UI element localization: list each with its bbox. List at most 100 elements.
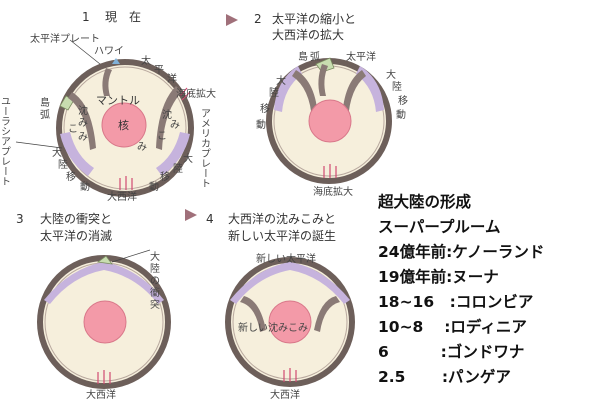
island-arc-char-1: 島 xyxy=(298,50,308,63)
mantle-label: マントル xyxy=(96,94,140,107)
panel-4-number: 4 xyxy=(206,212,214,226)
upwelling-marks xyxy=(97,370,111,384)
pacific-plate-label: 太平洋プレート xyxy=(30,32,100,45)
svg-text:大: 大 xyxy=(150,250,160,263)
panel-3-number: 3 xyxy=(16,212,24,226)
slab-left xyxy=(292,70,318,120)
hawaii-icon xyxy=(112,58,120,64)
legend-line-1: 超大陸の形成 xyxy=(377,192,472,211)
upwelling-marks xyxy=(283,368,297,382)
svg-text:突: 突 xyxy=(150,298,160,311)
slab-left xyxy=(68,92,96,150)
panel-4-title-line-1: 大西洋の沈みこみと xyxy=(228,211,336,226)
svg-text:大: 大 xyxy=(52,146,62,159)
svg-text:大: 大 xyxy=(386,68,396,81)
svg-text:移: 移 xyxy=(398,94,408,107)
core xyxy=(268,300,312,344)
continent-left xyxy=(60,132,94,176)
slab-right xyxy=(314,296,340,332)
svg-text:動: 動 xyxy=(396,108,406,121)
pacific-label: 太平洋 xyxy=(346,50,376,63)
svg-text:移: 移 xyxy=(260,102,270,115)
panel-4-title-line-2: 新しい太平洋の誕生 xyxy=(228,228,336,243)
american-plate-label: アメリカプレート xyxy=(199,108,210,188)
svg-text:陸: 陸 xyxy=(150,262,160,275)
slab-top xyxy=(318,64,328,96)
hawaii-label: ハワイ xyxy=(94,46,124,57)
svg-text:動: 動 xyxy=(149,180,159,193)
svg-text:衝: 衝 xyxy=(150,286,160,299)
eurasian-plate-label: ユーラシアプレート xyxy=(0,96,11,186)
core-label: 核 xyxy=(118,118,129,132)
svg-text:動: 動 xyxy=(80,180,90,193)
island-arc-char-1: 島 xyxy=(40,96,50,109)
legend-line-3: 24億年前:ケノーランド xyxy=(378,242,544,261)
panel-2-number: 2 xyxy=(254,12,262,26)
legend-line-8: 2.5 :パンゲア xyxy=(378,367,511,386)
continent-move-left-label: 大 陸 移 動 xyxy=(256,74,286,131)
atlantic-label: 大西洋 xyxy=(270,388,300,401)
seafloor-spread-label: 海底拡大 xyxy=(313,185,353,198)
slab-right xyxy=(342,70,366,120)
legend-line-5: 18~16 :コロンビア xyxy=(378,293,533,311)
svg-text:陸: 陸 xyxy=(173,162,183,175)
continent-cap xyxy=(44,262,164,304)
core xyxy=(308,99,352,143)
panel-1: 1 現 在 太平洋プレート ハワイ 太 平 洋 海底拡大 マントル 核 島 弧 xyxy=(0,10,216,203)
upwelling-marks xyxy=(119,87,191,190)
core xyxy=(83,300,127,344)
new-sinking-label: 新しい沈みこみ xyxy=(238,321,308,334)
svg-text:移: 移 xyxy=(160,170,170,183)
panel-4: 4 大西洋の沈みこみと 新しい太平洋の誕生 新しい太平洋 新しい沈みこみ 大西洋 xyxy=(206,211,355,401)
svg-text:陸: 陸 xyxy=(269,86,279,99)
svg-text:の: の xyxy=(150,276,160,287)
continent-move-left-label: 大 陸 移 動 xyxy=(52,146,90,193)
legend-line-7: 6 :ゴンドワナ xyxy=(378,342,524,361)
svg-text:動: 動 xyxy=(256,118,266,131)
svg-text:こ: こ xyxy=(157,131,167,142)
island-arc-char-2: 弧 xyxy=(310,50,320,63)
svg-text:陸: 陸 xyxy=(58,158,68,171)
pacific-char-3: 洋 xyxy=(167,72,177,85)
continent-right xyxy=(156,132,190,176)
slab-right xyxy=(156,86,182,150)
new-pacific-label: 新しい太平洋 xyxy=(256,252,316,265)
panel-2-title-line-2: 大西洋の拡大 xyxy=(272,27,344,42)
continent-collision-label: 大 陸 の 衝 突 xyxy=(150,250,160,311)
island-arc-char-2: 弧 xyxy=(40,108,50,121)
panel-3: 3 大陸の衝突と 太平洋の消滅 大 陸 の 衝 突 大西洋 xyxy=(16,211,171,401)
atlantic-label: 大西洋 xyxy=(86,388,116,401)
collision-point xyxy=(96,255,113,265)
slab-left xyxy=(240,296,266,332)
svg-text:み: み xyxy=(137,142,147,153)
panel-1-number: 1 xyxy=(82,10,90,24)
svg-text:移: 移 xyxy=(66,170,76,183)
legend-line-6: 10~8 :ロディニア xyxy=(378,317,527,336)
svg-text:大: 大 xyxy=(276,74,286,87)
svg-text:こ: こ xyxy=(68,124,78,135)
svg-text:み: み xyxy=(78,118,88,129)
svg-text:沈: 沈 xyxy=(162,108,172,121)
svg-text:沈: 沈 xyxy=(78,104,88,117)
svg-text:み: み xyxy=(170,120,180,131)
panel-1-title: 現 在 xyxy=(105,10,141,24)
panel-3-title-line-2: 太平洋の消滅 xyxy=(40,228,112,243)
pacific-char-2: 平 xyxy=(154,65,164,76)
next-arrow-icon xyxy=(185,209,197,221)
sinking-right-label: 沈 み こ み xyxy=(137,108,180,153)
legend-line-2: スーパープルーム xyxy=(378,217,500,236)
svg-text:陸: 陸 xyxy=(392,80,402,93)
core xyxy=(101,102,147,148)
supercontinent-list: 超大陸の形成 スーパープルーム 24億年前:ケノーランド 19億年前:ヌーナ 1… xyxy=(377,192,544,386)
atlantic-label-1: 大西洋 xyxy=(107,190,137,203)
sinking-left-label: 沈 み こ み xyxy=(68,104,88,143)
pacific-char-1: 太 xyxy=(141,54,151,67)
continent-move-right-label: 大 陸 移 動 xyxy=(149,152,193,193)
continent-move-right-label: 大 陸 移 動 xyxy=(386,68,408,121)
legend-line-4: 19億年前:ヌーナ xyxy=(378,267,499,286)
next-arrow-icon xyxy=(226,14,238,26)
panel-3-title-line-1: 大陸の衝突と xyxy=(40,211,112,226)
panel-2: 2 太平洋の縮小と 大西洋の拡大 島 弧 太平洋 大 陸 移 動 大 陸 移 動… xyxy=(254,11,408,198)
seafloor-spread-label: 海底拡大 xyxy=(176,87,216,100)
